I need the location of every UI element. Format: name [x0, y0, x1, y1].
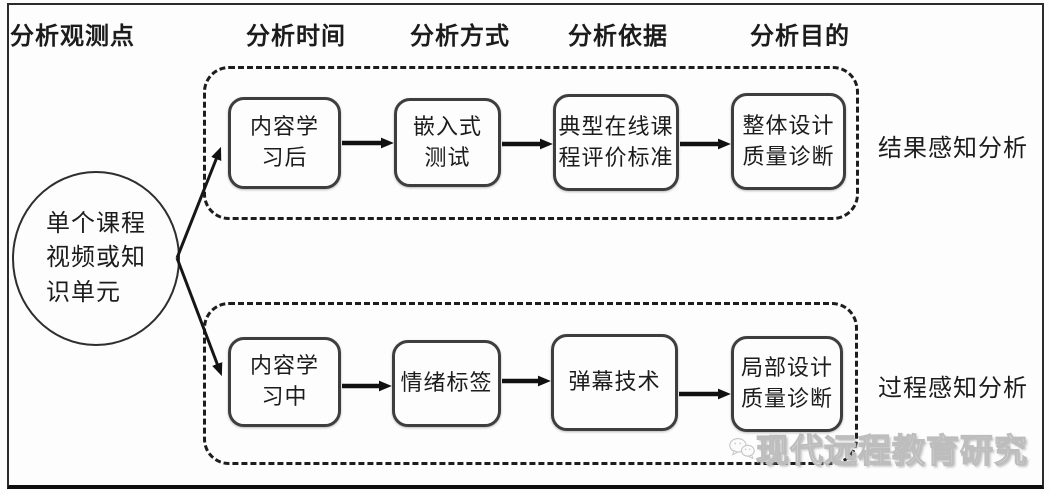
node-course-evaluation-standard: 典型在线课 程评价标准: [553, 94, 679, 191]
watermark: 现代远程教育研究: [728, 420, 1028, 475]
column-label-observation-point: 分析观测点: [10, 24, 135, 50]
lane-result-perception: [203, 66, 859, 220]
source-node-circle: 单个课程 视频或知 识单元: [12, 171, 180, 346]
node-local-design-diagnosis: 局部设计 质量诊断: [731, 336, 843, 432]
node-during-learning: 内容学 习中: [228, 337, 341, 427]
lane-process-perception: [203, 302, 858, 465]
column-label-analysis-time: 分析时间: [246, 24, 346, 50]
node-danmaku-technology: 弹幕技术: [551, 334, 678, 431]
lane-label-process-perception: 过程感知分析: [878, 376, 1028, 402]
column-label-analysis-purpose: 分析目的: [750, 24, 850, 50]
node-after-learning: 内容学 习后: [228, 97, 341, 189]
figure-frame: [7, 3, 1044, 489]
column-label-analysis-method: 分析方式: [410, 24, 510, 50]
wechat-icon: [729, 437, 755, 459]
column-label-analysis-basis: 分析依据: [568, 24, 668, 50]
watermark-label: 现代远程教育研究: [755, 433, 1028, 470]
lane-label-result-perception: 结果感知分析: [878, 136, 1028, 162]
node-overall-design-diagnosis: 整体设计 质量诊断: [731, 93, 846, 190]
node-embedded-test: 嵌入式 测试: [394, 98, 501, 187]
source-node-label: 单个课程 视频或知 识单元: [46, 211, 146, 306]
node-emotion-tag: 情绪标签: [392, 340, 501, 427]
